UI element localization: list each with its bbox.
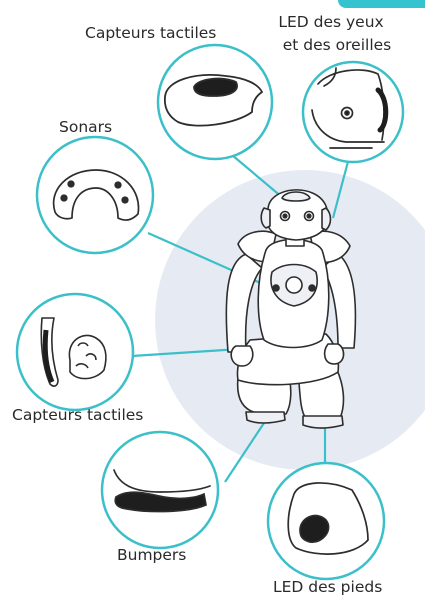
label-bumpers: Bumpers [117,545,186,565]
detail-touch-hands [17,294,133,410]
detail-sonars [37,137,153,253]
label-touch-hands: Capteurs tactiles [12,405,143,425]
detail-led-feet [268,463,384,579]
label-led-feet: LED des pieds [273,577,382,597]
label-led-eyes-line1: LED des yeux [268,12,394,32]
corner-accent-tab [338,0,425,8]
label-led-eyes-line2: et des oreilles [268,35,406,55]
detail-led-eyes [303,62,403,162]
detail-bumpers [102,432,218,548]
label-sonars: Sonars [59,117,112,137]
detail-touch-head [158,45,272,159]
label-touch-head: Capteurs tactiles [85,23,216,43]
